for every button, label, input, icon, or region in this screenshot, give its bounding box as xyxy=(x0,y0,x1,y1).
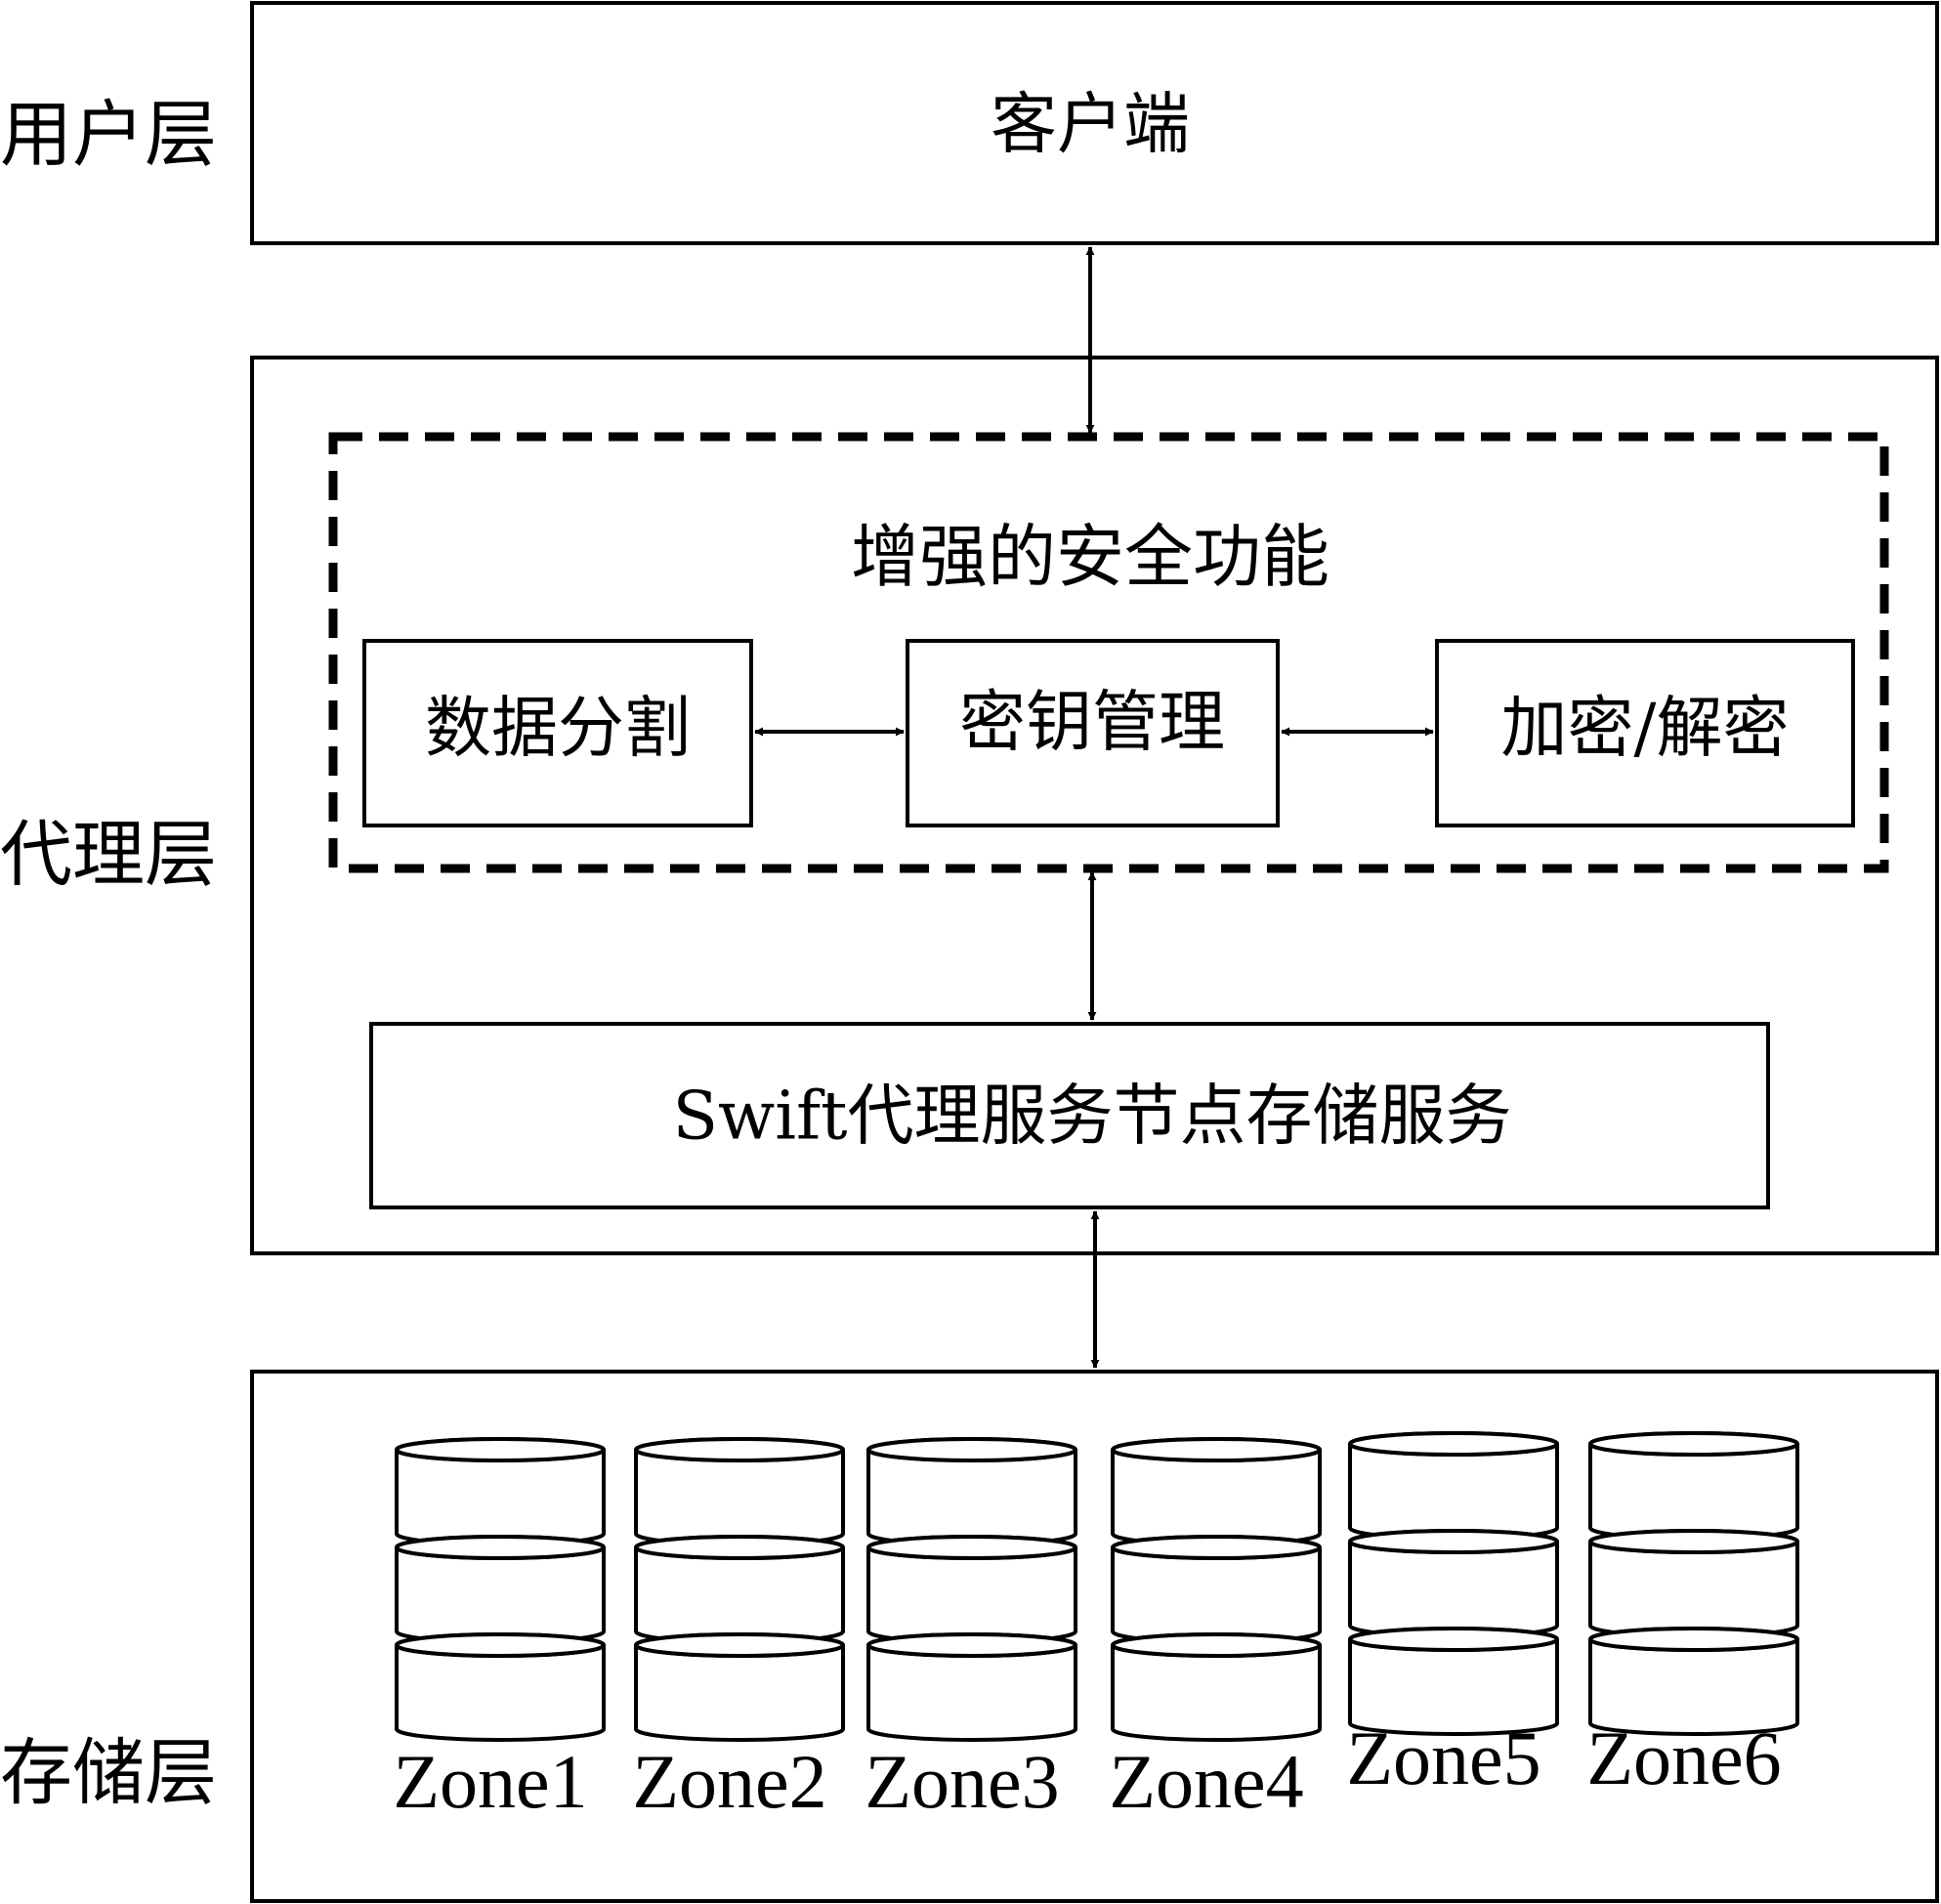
zone-2-disk-3-top xyxy=(634,1632,845,1658)
data-split-label: 数据分割 xyxy=(425,691,691,768)
zone-label-3: Zone3 xyxy=(865,1739,1059,1824)
key-mgmt-label: 密钥管理 xyxy=(959,685,1225,762)
zone-5: Zone5 xyxy=(1346,1431,1560,1800)
encrypt-decrypt-box xyxy=(1435,639,1855,827)
zone-4-disk-2-top xyxy=(1111,1535,1322,1560)
zone-3: Zone3 xyxy=(865,1437,1078,1824)
zone-1: Zone1 xyxy=(393,1437,607,1824)
key-mgmt-box xyxy=(906,639,1280,827)
client-box xyxy=(250,1,1939,245)
zone-6-disk-2-top xyxy=(1588,1529,1799,1554)
zone-2-disk-2-top xyxy=(634,1535,845,1560)
layer-label-proxy: 代理层 xyxy=(0,813,217,897)
zone-1-disk-2-top xyxy=(395,1535,606,1560)
zone-label-5: Zone5 xyxy=(1346,1715,1540,1800)
encrypt-decrypt-label: 加密/解密 xyxy=(1501,691,1790,768)
layer-label-storage: 存储层 xyxy=(0,1731,217,1815)
zone-label-4: Zone4 xyxy=(1109,1739,1303,1824)
zone-4: Zone4 xyxy=(1109,1437,1323,1824)
client-node: 客户端 xyxy=(250,1,1939,245)
zone-6-disk-1-top xyxy=(1588,1431,1799,1457)
security-title: 增强的安全功能 xyxy=(851,517,1329,597)
zone-label-1: Zone1 xyxy=(393,1739,587,1824)
zone-3-disk-3-top xyxy=(866,1632,1077,1658)
zone-4-disk-3-top xyxy=(1111,1632,1322,1658)
zone-5-disk-3-top xyxy=(1348,1627,1559,1652)
data-split-box xyxy=(362,639,753,827)
client-label: 客户端 xyxy=(991,87,1190,164)
security-group: 增强的安全功能 数据分割 密钥管理 加密/解密 xyxy=(328,432,1889,873)
zone-1-disk-3-top xyxy=(395,1632,606,1658)
layer-label-user: 用户层 xyxy=(0,93,217,177)
zone-2-disk-1-top xyxy=(634,1437,845,1462)
swift-service-node: Swift代理服务节点存储服务 xyxy=(369,1022,1770,1209)
zone-2: Zone2 xyxy=(632,1437,846,1824)
swift-service-label: Swift代理服务节点存储服务 xyxy=(672,1079,1511,1156)
zone-label-2: Zone2 xyxy=(632,1739,826,1824)
zone-5-disk-2-top xyxy=(1348,1529,1559,1554)
zone-label-6: Zone6 xyxy=(1586,1715,1781,1800)
zone-3-disk-2-top xyxy=(866,1535,1077,1560)
storage-zones: Zone1 Zone2 Zone3 Zone4 Zone5 Zone6 xyxy=(393,1431,1800,1824)
zone-3-disk-1-top xyxy=(866,1437,1077,1462)
swift-service-box xyxy=(369,1022,1770,1209)
zone-5-disk-1-top xyxy=(1348,1431,1559,1457)
zone-1-disk-1-top xyxy=(395,1437,606,1462)
zone-4-disk-1-top xyxy=(1111,1437,1322,1462)
zone-6-disk-3-top xyxy=(1588,1627,1799,1652)
zone-6: Zone6 xyxy=(1586,1431,1800,1800)
security-dashed-border xyxy=(328,432,1889,873)
